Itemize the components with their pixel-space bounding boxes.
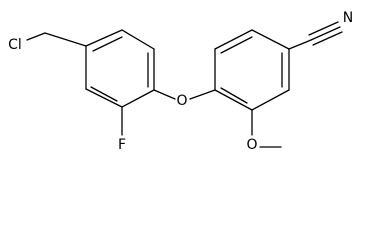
bond-ring-c bbox=[288, 39, 312, 50]
triple-bond-line bbox=[308, 21, 339, 36]
chlorine-label: Cl bbox=[8, 37, 22, 53]
ether-oxygen-label: O bbox=[176, 93, 187, 109]
ring-bond bbox=[85, 88, 123, 108]
chemical-structure-diagram: Cl F O O N bbox=[8, 10, 353, 153]
ring-bond bbox=[214, 29, 253, 50]
ring-bond bbox=[214, 89, 253, 111]
ring-inner-double-bond bbox=[92, 36, 123, 52]
bond-ch2-ring bbox=[44, 32, 87, 47]
bond-o-ring bbox=[189, 89, 216, 100]
nitrile-nitrogen-label: N bbox=[343, 10, 353, 26]
ring-inner-double-bond bbox=[220, 36, 253, 54]
chloromethyl-group bbox=[26, 32, 87, 47]
ring-bond bbox=[251, 89, 290, 111]
ring-bond bbox=[251, 29, 290, 50]
ring-bond bbox=[121, 89, 155, 108]
ring-inner-double-bond bbox=[220, 87, 248, 104]
methoxy-oxygen-label: O bbox=[246, 137, 257, 153]
methoxy-group bbox=[251, 109, 282, 148]
ring-inner-double-bond bbox=[90, 86, 118, 102]
ring-bond bbox=[121, 29, 155, 50]
fluorine-label: F bbox=[118, 137, 126, 153]
ether-linkage bbox=[153, 89, 216, 100]
left-aromatic-ring bbox=[85, 29, 155, 108]
bond-cl-ch2 bbox=[26, 32, 46, 41]
ring-bond bbox=[85, 29, 123, 47]
triple-bond-line bbox=[310, 26, 341, 41]
bond-ring-o bbox=[153, 89, 176, 100]
nitrile-group bbox=[288, 21, 343, 50]
right-aromatic-ring bbox=[214, 29, 290, 111]
triple-bond-line bbox=[312, 31, 343, 46]
